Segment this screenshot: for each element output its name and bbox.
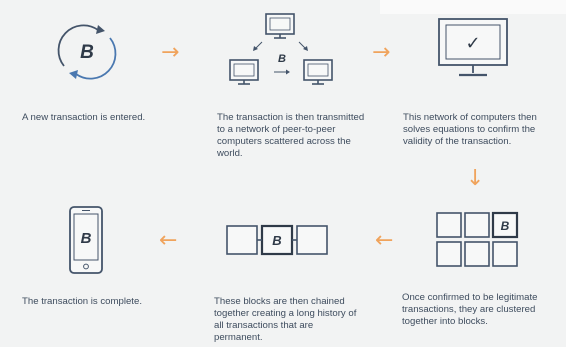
block-chain-icon: B [226, 224, 328, 256]
step-6-text: The transaction is complete. [22, 296, 142, 307]
flow-arrow-left-2: ← [159, 228, 178, 253]
corner-shade [380, 0, 566, 14]
step-2-text: The transaction is then transmitted to a… [217, 112, 365, 159]
monitor-check-icon: ✓ [438, 18, 508, 77]
bitcoin-cycle-icon: B [57, 24, 117, 80]
bitcoin-symbol: B [81, 230, 92, 247]
phone-icon: B [69, 206, 103, 274]
flow-arrow-down: ↓ [466, 166, 485, 191]
step-3-text: This network of computers then solves eq… [403, 112, 537, 147]
computer-network-icon: B [229, 13, 333, 85]
checkmark-icon: ✓ [465, 33, 480, 54]
block-cluster-icon: B [436, 211, 519, 267]
flow-arrow-left-1: ← [375, 228, 394, 253]
step-4-text: Once confirmed to be legitimate transact… [402, 292, 538, 327]
bitcoin-symbol: B [80, 42, 94, 63]
step-1-text: A new transaction is entered. [22, 112, 146, 123]
flow-arrow-right-2: → [372, 40, 391, 65]
bitcoin-symbol: B [272, 233, 281, 248]
monitor-right-icon [303, 59, 333, 85]
step-5-text: These blocks are then chained together c… [214, 296, 357, 343]
bitcoin-symbol: B [278, 53, 286, 65]
monitor-left-icon [229, 59, 259, 85]
flow-arrow-right-1: → [161, 40, 180, 65]
bitcoin-symbol: B [501, 219, 510, 233]
monitor-top-icon [265, 13, 295, 39]
